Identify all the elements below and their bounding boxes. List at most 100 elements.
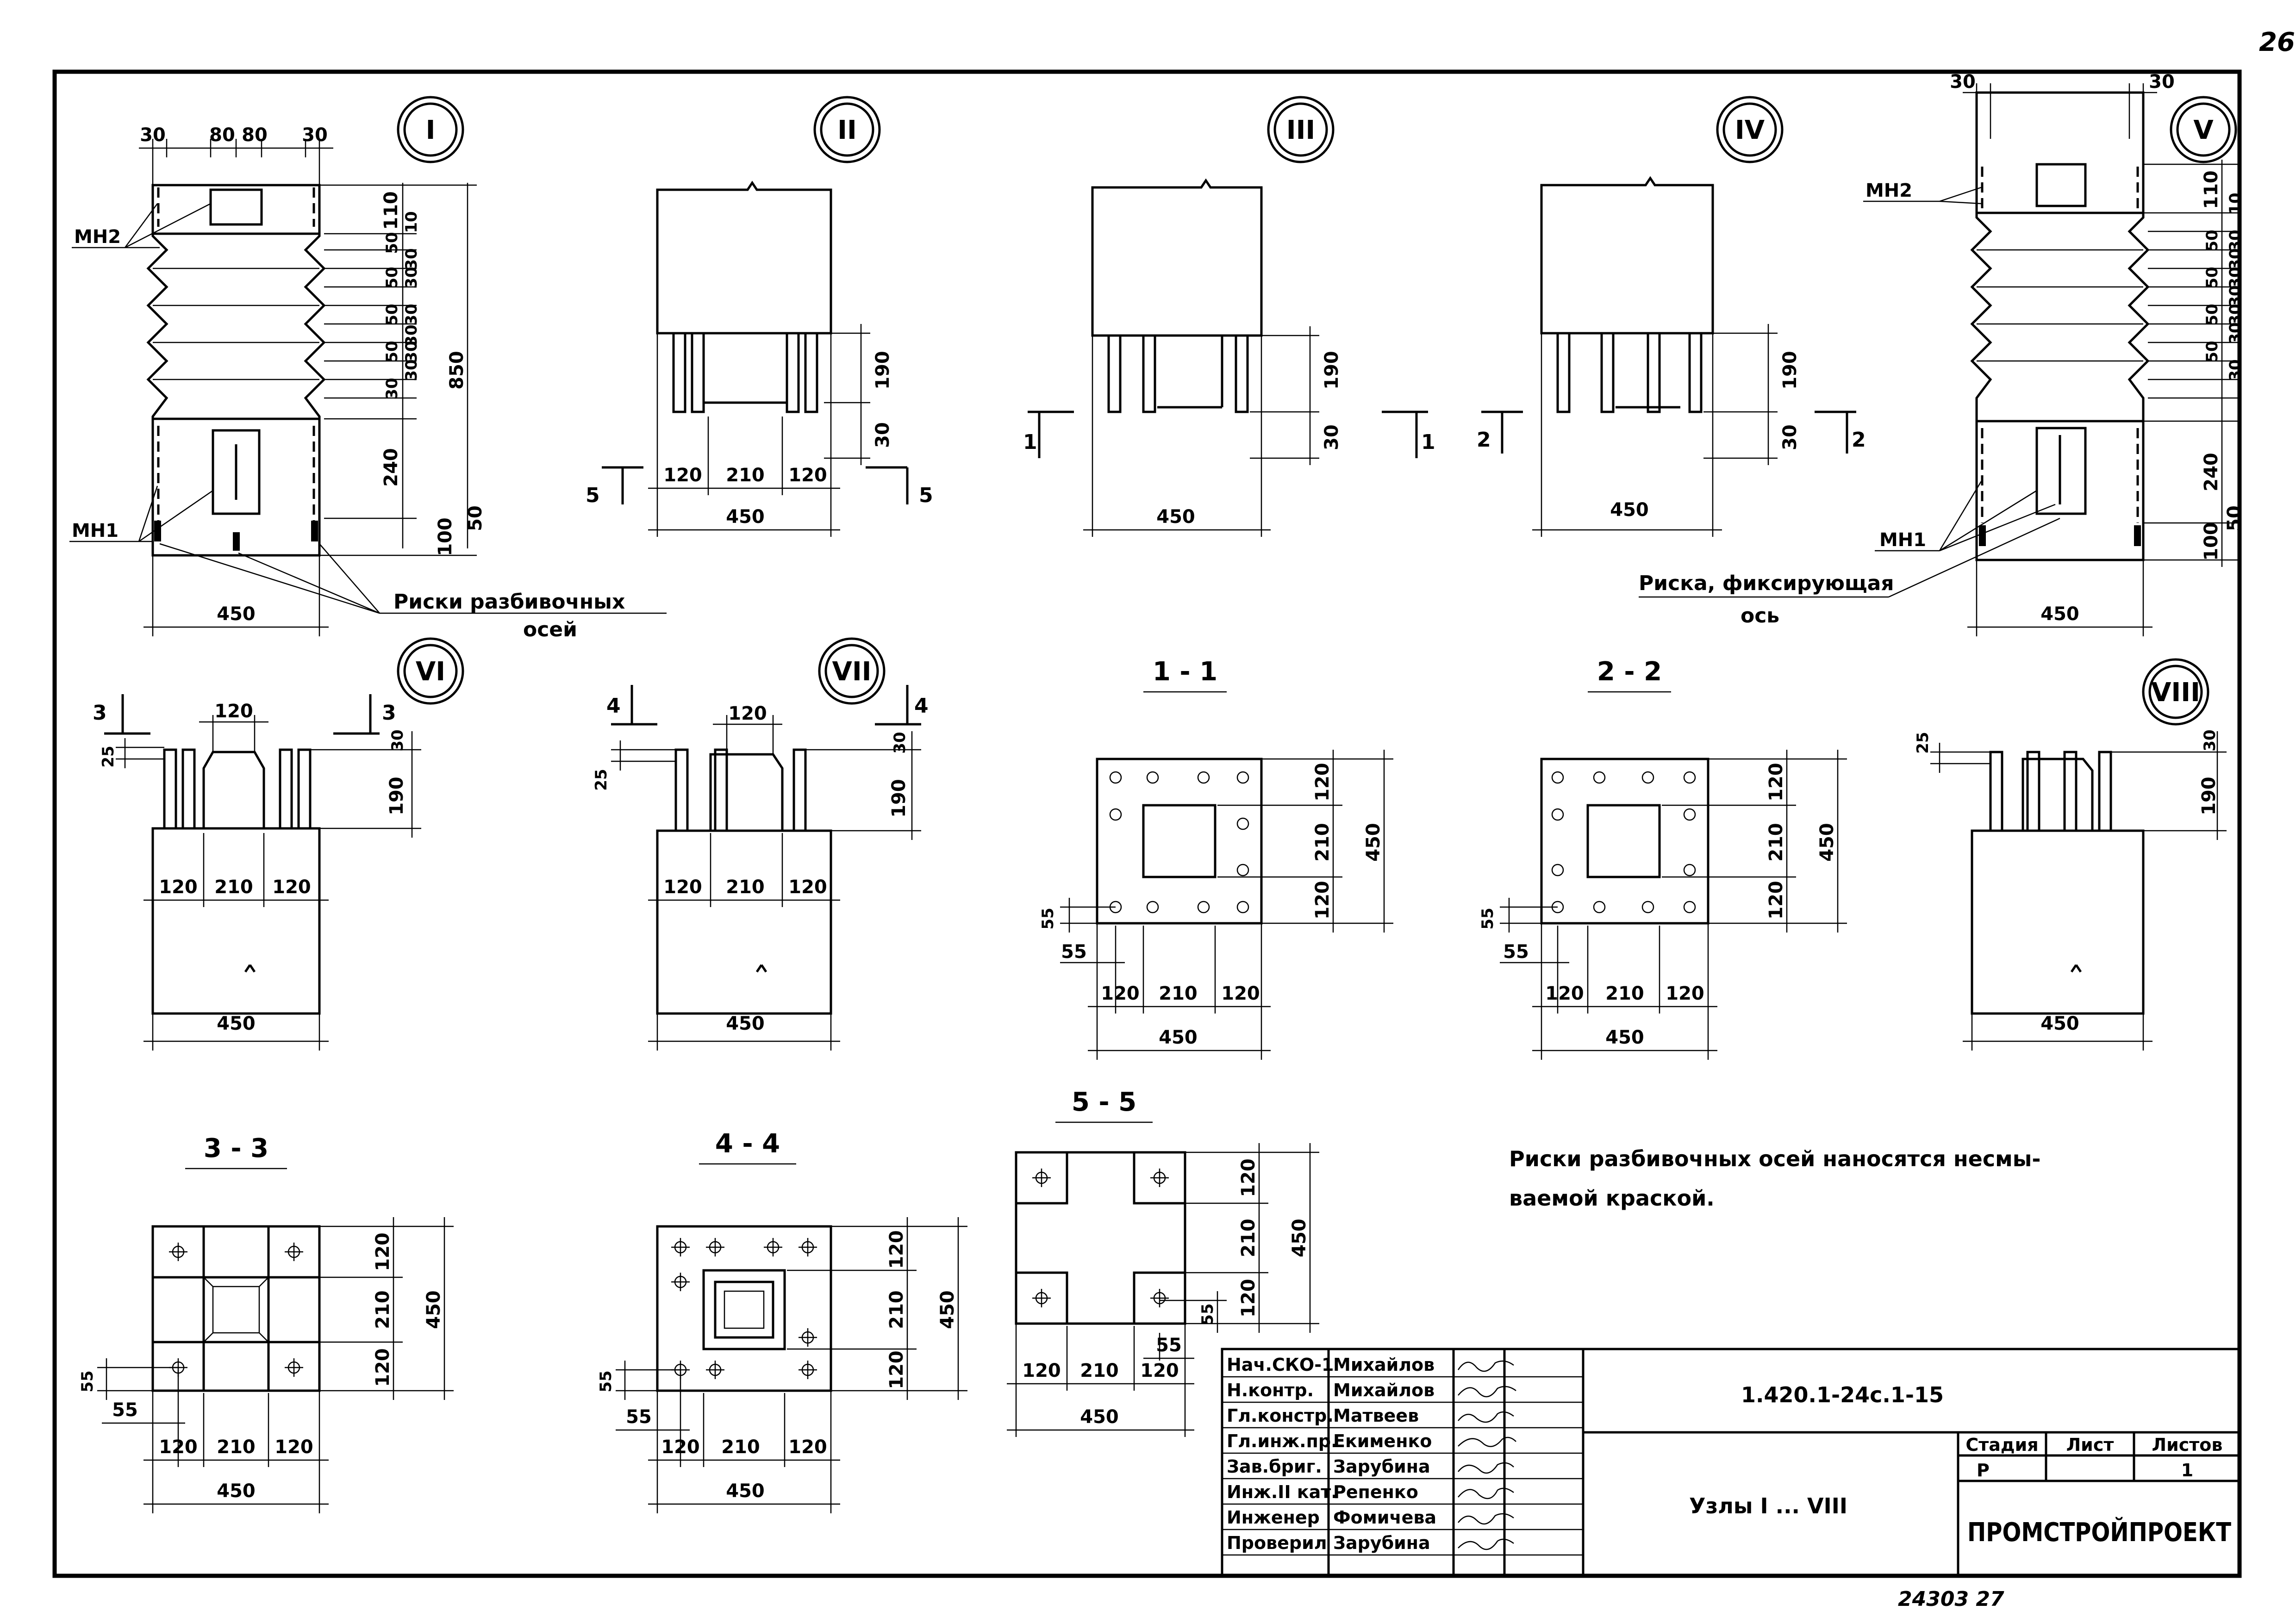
node-vi-dim-top: 120 — [214, 701, 253, 722]
section-4-4-title: 4 - 4 — [715, 1129, 780, 1159]
section-1-1-dim-right-1: 120 — [1312, 763, 1333, 802]
node-iv-cut-right: 2 — [1852, 428, 1866, 452]
section-4-4-dim-right-3: 120 — [886, 1350, 907, 1389]
node-v-dim-right-1: 110 — [2201, 170, 2222, 209]
section-4-4-dim-bottom-2: 210 — [721, 1436, 760, 1458]
node-i-label-mh1: МН1 — [72, 520, 119, 541]
sheets-value: 1 — [2181, 1460, 2193, 1480]
node-i-dim-right-6: 50 — [383, 267, 401, 288]
node-iii: III 190 30 450 1 1 — [1023, 96, 1435, 537]
node-i-dim-width: 450 — [217, 603, 256, 625]
note-line-1: Риски разбивочных осей наносятся несмы- — [1509, 1146, 2040, 1171]
node-iii-marker — [1267, 96, 1335, 163]
node-vi-cut-left: 3 — [93, 701, 107, 725]
section-1-1-dim-bottom-3: 120 — [1221, 983, 1260, 1004]
section-1-1: 1 - 1 120 210 120 450 55 55 120 210 — [1039, 657, 1393, 1060]
node-vii-cut-right: 4 — [914, 694, 929, 718]
staff-name-4: Екименко — [1333, 1431, 1432, 1451]
stage-value: Р — [1977, 1460, 1990, 1480]
staff-role-7: Инженер — [1227, 1507, 1320, 1528]
section-4-4-dim-right-2: 210 — [886, 1290, 907, 1329]
node-i-dim-side: 50 — [465, 505, 486, 531]
node-vii-dim-right-1: 30 — [891, 732, 909, 753]
node-i-dim-right-9: 50 — [383, 304, 401, 325]
node-vi-dim-bottom-3: 120 — [272, 877, 311, 898]
sheet-corner-number: 26 — [2259, 27, 2295, 57]
node-vii: VII 120 25 30 190 120 210 120 450 4 — [592, 637, 929, 1051]
node-i-dim-right-3: 50 — [383, 232, 401, 254]
node-vii-marker — [818, 637, 886, 705]
node-v-marker — [2170, 96, 2237, 163]
node-v-dim-right-14: 240 — [2201, 453, 2222, 491]
node-ii-marker — [813, 96, 881, 163]
node-v-dim-right-15: 100 — [2201, 522, 2222, 561]
staff-role-6: Инж.II кат. — [1227, 1482, 1338, 1502]
node-v-dim-right-4: 30 — [2226, 230, 2245, 251]
node-i-dim-top-3: 80 — [242, 124, 268, 146]
signatures — [1457, 1360, 1516, 1550]
node-v-dim-right-12: 50 — [2203, 341, 2221, 362]
node-iii-dim-right-2: 30 — [1321, 424, 1342, 450]
sheet-header: Лист — [2066, 1435, 2114, 1455]
node-v-dim-right-10: 30 — [2226, 304, 2245, 325]
section-2-2-dim-width: 450 — [1605, 1027, 1644, 1048]
section-3-3-dim-overall: 450 — [423, 1290, 444, 1329]
section-3-3-dim-left-2: 55 — [112, 1399, 138, 1421]
node-i-dim-right-14: 240 — [381, 448, 402, 487]
node-i-marker — [397, 96, 464, 163]
staff-role-4: Гл.инж.пр. — [1227, 1431, 1338, 1451]
staff-role-5: Зав.бриг. — [1227, 1456, 1322, 1477]
node-v-dim-right-7: 30 — [2226, 267, 2245, 288]
node-v-dim-right-3: 50 — [2203, 230, 2221, 251]
node-iii-cut-right: 1 — [1421, 430, 1435, 454]
node-vi-marker — [397, 637, 464, 705]
section-2-2-dim-bottom-3: 120 — [1666, 983, 1704, 1004]
staff-role-2: Н.контр. — [1227, 1380, 1314, 1400]
node-i-dim-right-7: 30 — [402, 304, 421, 325]
section-5-5-dim-bottom-3: 120 — [1140, 1360, 1179, 1381]
node-vii-dim-left: 25 — [592, 769, 611, 790]
node-v-dim-top-2: 30 — [2149, 71, 2175, 93]
node-i-dim-top-2: 80 — [209, 124, 235, 146]
node-iii-cut-left: 1 — [1023, 430, 1037, 454]
section-4-4-dim-bottom-3: 120 — [788, 1436, 827, 1458]
node-iv-label: IV — [1735, 115, 1765, 145]
node-i-dim-right-2: 10 — [402, 211, 421, 233]
section-3-3-dim-bottom-2: 210 — [217, 1436, 256, 1458]
section-5-5-dim-right-1: 120 — [1238, 1158, 1259, 1197]
section-3-3-dim-width: 450 — [217, 1480, 256, 1502]
section-2-2-dim-left-2: 55 — [1503, 941, 1529, 963]
node-vi-label: VI — [416, 657, 445, 687]
node-viii: VIII 25 30 190 450 — [1914, 658, 2227, 1051]
node-viii-dim-left: 25 — [1914, 732, 1932, 753]
node-ii-dim-bottom-1: 120 — [663, 465, 702, 486]
section-1-1-dim-bottom-2: 210 — [1159, 983, 1198, 1004]
section-1-1-dim-overall: 450 — [1363, 823, 1384, 862]
section-5-5-dim-overall: 450 — [1289, 1219, 1310, 1257]
node-v: V 30 30 — [1639, 71, 2245, 636]
node-iii-dim-right-1: 190 — [1321, 351, 1342, 390]
node-i-dim-right-11: 30 — [402, 359, 421, 381]
section-1-1-dim-left-1: 55 — [1039, 908, 1057, 929]
section-4-4-dim-width: 450 — [726, 1480, 765, 1502]
node-v-dim-right-2: 10 — [2226, 193, 2245, 214]
title-block: Нач.СКО-1 Михайлов Н.контр. Михайлов Гл.… — [1221, 1348, 2241, 1577]
node-i: I 30 80 80 30 — [69, 96, 667, 641]
node-v-note-line1: Риска, фиксирующая — [1639, 572, 1894, 595]
staff-name-1: Михайлов — [1333, 1355, 1435, 1375]
node-iv-dim-right-2: 30 — [1779, 424, 1801, 450]
node-iv-marker — [1716, 96, 1784, 163]
section-1-1-dim-right-2: 210 — [1312, 823, 1333, 862]
node-v-label-mh2: МН2 — [1866, 180, 1912, 201]
section-5-5-title: 5 - 5 — [1072, 1087, 1136, 1117]
node-i-dim-right-1: 110 — [381, 191, 402, 230]
node-vii-dim-bottom-1: 120 — [663, 877, 702, 898]
section-2-2-dim-left-1: 55 — [1479, 908, 1497, 929]
node-i-dim-right-4: 30 — [402, 248, 421, 270]
node-i-note-line2: осей — [523, 618, 577, 641]
node-v-dim-right-11: 30 — [2226, 322, 2245, 344]
node-viii-marker — [2142, 658, 2209, 726]
node-i-dim-top-4: 30 — [302, 124, 328, 146]
section-1-1-dim-width: 450 — [1159, 1027, 1198, 1048]
section-5-5-dim-right-2: 210 — [1238, 1219, 1259, 1257]
